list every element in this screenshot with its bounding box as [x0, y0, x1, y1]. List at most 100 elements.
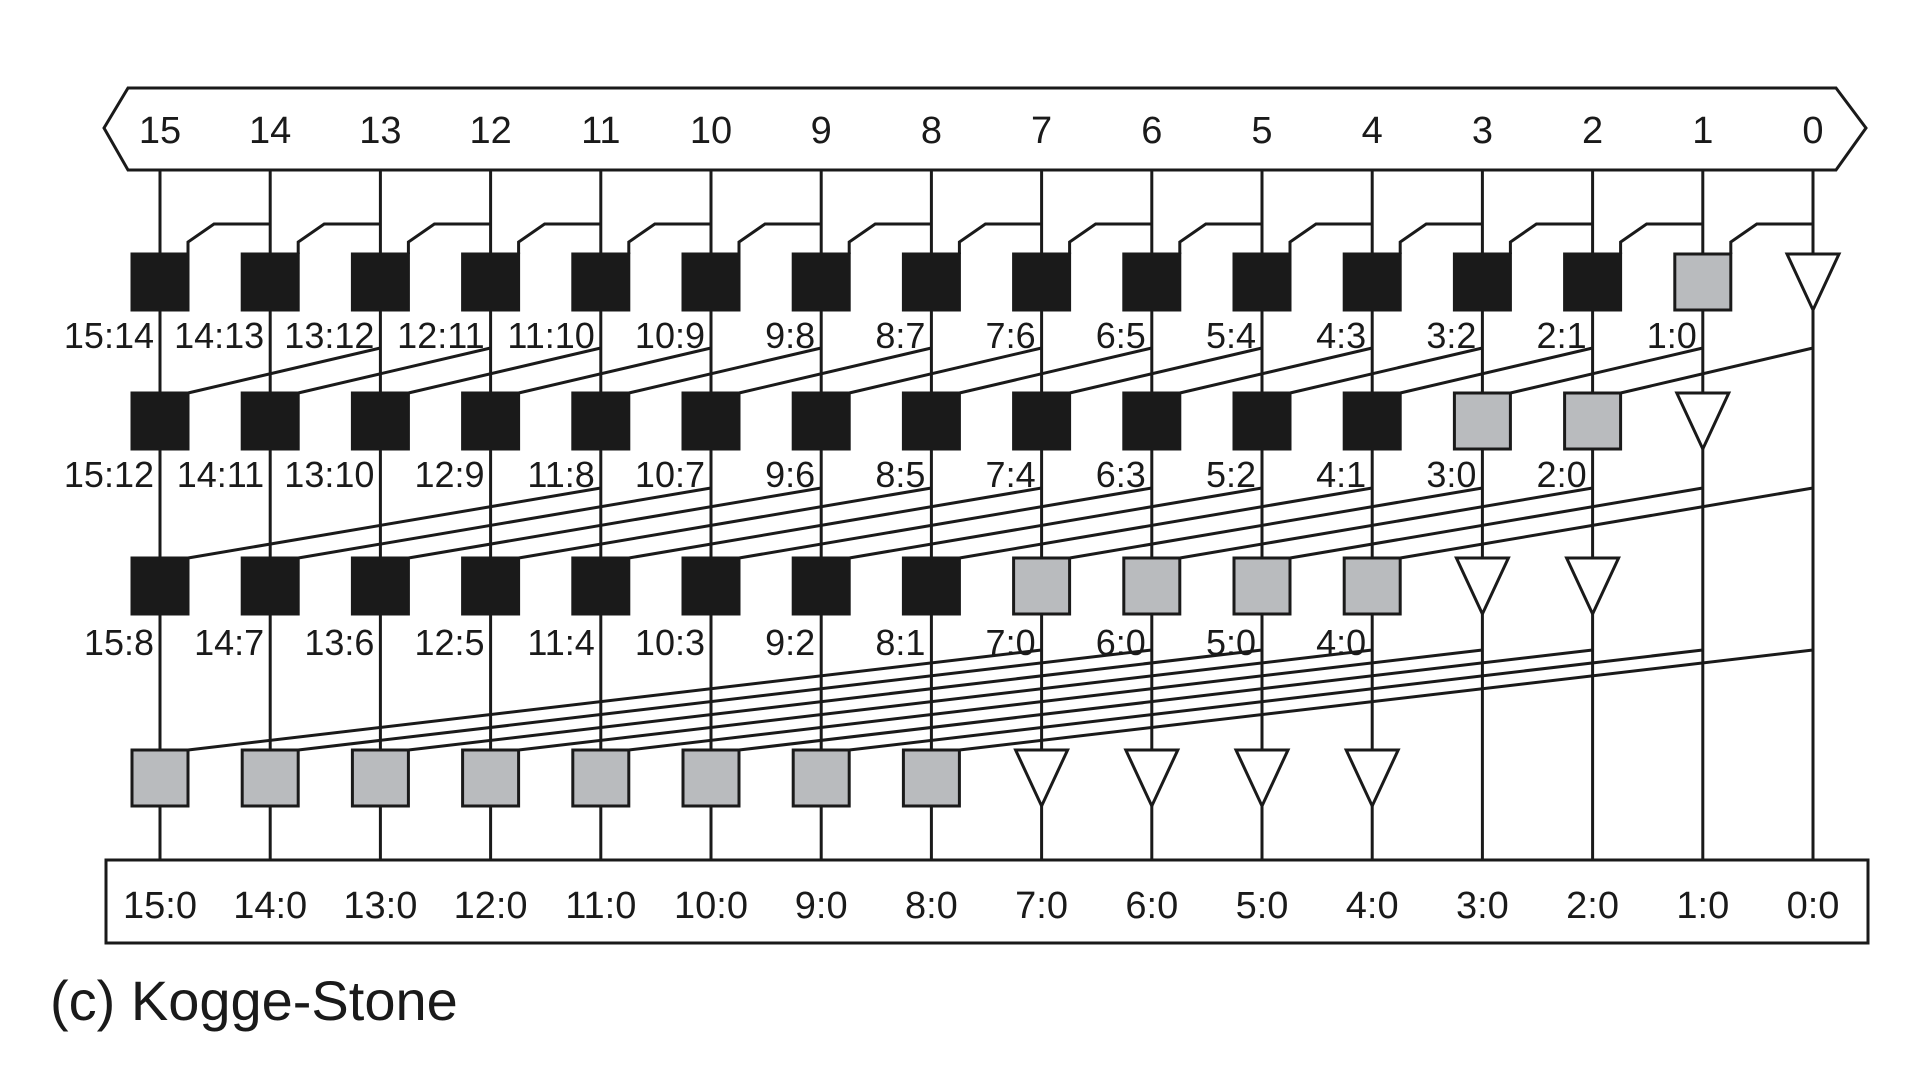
buffer-triangle [1784, 252, 1842, 314]
gray-cell [461, 748, 521, 808]
black-cell [681, 252, 741, 312]
cell-input-wire [408, 648, 1263, 752]
cell-input-wire [738, 486, 1153, 560]
input-label: 0 [1802, 110, 1823, 152]
io-boxes [102, 86, 1870, 945]
prefix-label: 11:10 [507, 315, 594, 356]
prefix-label: 13:6 [304, 622, 374, 663]
buffer-triangle [1233, 748, 1291, 810]
input-bus [102, 86, 1868, 172]
prefix-label: 4:1 [1316, 454, 1366, 495]
black-cell [901, 556, 961, 616]
black-cell [461, 391, 521, 451]
input-label: 14 [249, 110, 291, 152]
cell-input-wire [1510, 346, 1704, 395]
prefix-label: 15:12 [64, 454, 154, 495]
input-label: 12 [469, 110, 511, 152]
prefix-label: 4:3 [1316, 315, 1366, 356]
black-cell [1012, 252, 1072, 312]
output-label: 4:0 [1346, 885, 1399, 927]
cell-input-wire [1178, 222, 1262, 254]
black-cell [1122, 391, 1182, 451]
buffer-triangle [1013, 748, 1070, 810]
prefix-label: 15:8 [84, 622, 154, 663]
cell-input-wire [1289, 346, 1483, 395]
cell-input-wire [408, 346, 602, 395]
black-cell [1342, 252, 1402, 312]
gray-cell [681, 748, 741, 808]
input-label: 9 [811, 110, 832, 152]
gray-cell [791, 748, 851, 808]
cell-input-wire [187, 346, 381, 395]
output-label: 10:0 [674, 885, 748, 927]
buffer-triangle [1123, 748, 1181, 810]
prefix-label: 7:6 [986, 315, 1036, 356]
output-label: 5:0 [1236, 885, 1289, 927]
cell-input-wire [1508, 222, 1593, 254]
output-label: 7:0 [1015, 885, 1068, 927]
black-cell [240, 556, 300, 616]
cell-input-wire [1179, 346, 1373, 395]
black-cell [1452, 252, 1512, 312]
gray-cell [130, 748, 190, 808]
buffer-triangle [1674, 391, 1732, 453]
cell-input-wire [1619, 222, 1703, 254]
input-label: 8 [921, 110, 942, 152]
output-label: 14:0 [233, 885, 307, 927]
cell-input-wire [959, 486, 1373, 560]
prefix-label: 9:6 [765, 454, 815, 495]
cell-input-wire [518, 346, 712, 395]
input-label: 10 [690, 110, 732, 152]
prefix-label: 8:5 [875, 454, 925, 495]
prefix-label: 7:4 [986, 454, 1036, 495]
black-cell [1563, 252, 1623, 312]
prefix-label: 13:10 [284, 454, 374, 495]
black-cell [791, 391, 851, 451]
cell-input-wire [957, 222, 1042, 254]
gray-cell [571, 748, 631, 808]
cell-input-wire [517, 222, 601, 254]
input-label: 4 [1362, 110, 1383, 152]
black-cell [350, 391, 410, 451]
prefix-label: 7:0 [986, 622, 1036, 663]
input-label: 1 [1692, 110, 1713, 152]
cell-input-wire [849, 648, 1703, 752]
cell-input-wire [406, 222, 491, 254]
cell-input-wire [1620, 346, 1814, 395]
cell-input-wire [628, 486, 1042, 560]
input-label: 2 [1582, 110, 1603, 152]
output-label: 0:0 [1787, 885, 1840, 927]
cell-input-wire [1399, 486, 1814, 560]
cell-input-wire [186, 222, 271, 254]
output-label: 8:0 [905, 885, 958, 927]
buffer-triangle [1454, 556, 1511, 618]
cell-input-wire [737, 222, 822, 254]
prefix-label: 11:4 [527, 622, 594, 663]
black-cell [130, 252, 190, 312]
prefix-label: 1:0 [1647, 315, 1697, 356]
cell-input-wire [1399, 346, 1593, 395]
cell-input-wire [738, 346, 932, 395]
prefix-label: 8:1 [875, 622, 925, 663]
black-cell [1012, 391, 1072, 451]
black-cell [350, 556, 410, 616]
cell-input-wire [297, 486, 712, 560]
black-cell [901, 391, 961, 451]
input-label: 3 [1472, 110, 1493, 152]
gray-cell [901, 748, 961, 808]
black-cell [1232, 391, 1292, 451]
cell-input-wire [1179, 486, 1593, 560]
input-label: 6 [1141, 110, 1162, 152]
cell-input-wire [408, 486, 822, 560]
prefix-label: 12:9 [415, 454, 485, 495]
cell-input-wire [847, 222, 932, 254]
output-label: 15:0 [123, 885, 197, 927]
cell-input-wire [1398, 222, 1483, 254]
cell-input-wire [848, 486, 1263, 560]
gray-cell [1563, 391, 1623, 451]
prefix-label: 12:11 [397, 315, 484, 356]
black-cell [571, 391, 631, 451]
